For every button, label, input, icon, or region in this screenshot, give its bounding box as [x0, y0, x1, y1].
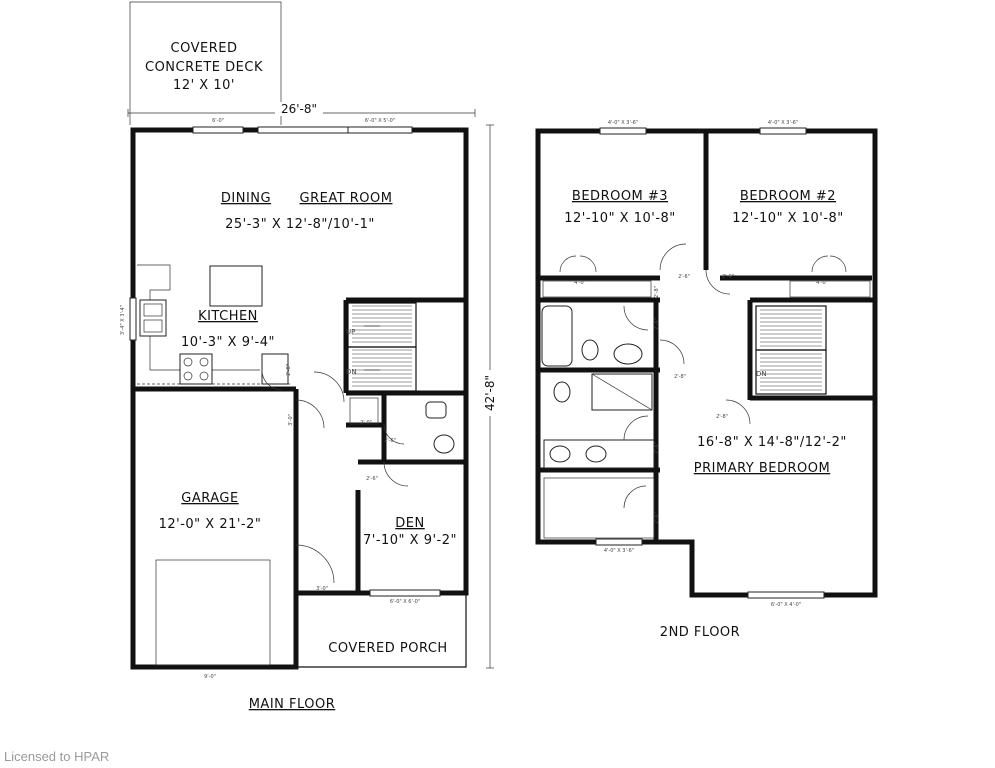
main-stairs: UP DN	[346, 302, 417, 392]
den-size: 7'-10" X 9'-2"	[363, 533, 457, 548]
rear-window-b	[347, 126, 413, 134]
pwdr-door-dim: 2'-6"	[384, 438, 396, 444]
kitchen-door-dim: 2'-8"	[286, 364, 292, 376]
second-stairs: DN	[755, 305, 827, 395]
main-bath-toilet	[581, 339, 599, 361]
bathtub	[541, 305, 573, 367]
garage-bottom-dim: 9'-0"	[204, 674, 216, 680]
overall-width-label: 26'-8"	[281, 102, 317, 116]
kitchen-size: 10'-3" X 9'-4"	[181, 335, 275, 350]
deck-label-1: COVERED	[171, 41, 238, 56]
powder-toilet	[425, 401, 447, 419]
bed2-window	[759, 127, 807, 135]
ensuite-toilet	[553, 381, 571, 403]
bedroom2-size: 12'-10" X 10'-8"	[732, 211, 844, 226]
kitchen-counters	[137, 264, 290, 385]
second-door-swings: 2'-6" 2'-6" 2'-8" 2'-8" 2'-6" 2'-6" 2'-6…	[559, 243, 847, 524]
rear-window-a	[192, 126, 244, 134]
kitchen-island	[209, 265, 263, 307]
closet-door-dim: 2'-0"	[360, 420, 372, 426]
main-door-swings: 3'-0" 3'-0" 2'-0" 2'-6" 2'-6" 2'-8"	[261, 364, 409, 592]
bedroom3-label: BEDROOM #3	[572, 189, 668, 204]
dining-label: DINING	[221, 191, 271, 206]
door-g-dim: 2'-6"	[654, 512, 660, 524]
second-floor-caption: 2ND FLOOR	[660, 625, 740, 640]
covered-deck: COVERED CONCRETE DECK 12' X 10'	[129, 1, 282, 125]
stair-up-label: UP	[346, 328, 355, 336]
bedroom2-label: BEDROOM #2	[740, 189, 836, 204]
garage-size: 12'-0" X 21'-2"	[159, 517, 262, 532]
den-window-dim: 6'-0" X 6'-0"	[390, 599, 420, 605]
watermark: Licensed to HPAR	[4, 749, 110, 764]
door-f-dim: 2'-6"	[654, 442, 660, 454]
door-d-dim: 2'-8"	[674, 374, 686, 380]
second-stair-dn-label: DN	[756, 370, 767, 378]
den-window	[369, 589, 441, 597]
front-window-a	[595, 538, 643, 546]
bed3-window-dim: 4'-0" X 3'-6"	[608, 120, 638, 126]
primary-label: PRIMARY BEDROOM	[694, 461, 830, 476]
bed3-window	[599, 127, 647, 135]
main-bath-sink	[613, 343, 643, 365]
bed3-closet	[542, 280, 652, 298]
porch-label: COVERED PORCH	[328, 641, 447, 656]
closet-a-dim: 4'-0"	[574, 280, 586, 286]
bed2-window-dim: 4'-0" X 3'-6"	[768, 120, 798, 126]
door-b-dim: 2'-6"	[722, 274, 734, 280]
bedroom3-size: 12'-10" X 10'-8"	[564, 211, 676, 226]
garage-label: GARAGE	[181, 491, 238, 506]
bed2-closet	[789, 280, 871, 298]
second-interior-walls	[538, 131, 875, 542]
primary-size: 16'-8" X 14'-8"/12'-2"	[697, 435, 847, 450]
rear-window-b-dim: 6'-0" X 5'-0"	[365, 118, 395, 124]
second-floor-plan: 4'-0" X 3'-6" 4'-0" X 3'-6" 4'-0" X 3'-6…	[535, 120, 878, 640]
closet-b-dim: 4'-0"	[816, 280, 828, 286]
rear-window-slider	[257, 126, 349, 134]
den-label: DEN	[395, 516, 424, 531]
porch-door-dim: 3'-0"	[316, 586, 328, 592]
overall-width-dimension: 26'-8"	[127, 102, 476, 117]
closet	[349, 397, 379, 425]
den-door-dim: 2'-6"	[366, 476, 378, 482]
stair-dn-label: DN	[346, 368, 357, 376]
great-room-size: 25'-3" X 12'-8"/10'-1"	[225, 217, 375, 232]
door-e-dim: 2'-6"	[654, 318, 660, 330]
walk-in-closet	[543, 477, 655, 539]
front-window-b-dim: 6'-0" X 4'-0"	[771, 602, 801, 608]
garage-door-outline	[155, 559, 271, 666]
garage-door-dim: 3'-0"	[288, 414, 294, 426]
fridge	[261, 353, 289, 385]
main-floor-caption: MAIN FLOOR	[249, 697, 336, 712]
great-room-label: GREAT ROOM	[300, 191, 393, 206]
overall-depth-label: 42'-8"	[483, 375, 497, 411]
door-a-dim: 2'-6"	[678, 274, 690, 280]
door-h-dim: 2'-8"	[716, 414, 728, 420]
side-window-dim: 3'-4" X 3'-4"	[120, 305, 126, 335]
kitchen-label: KITCHEN	[198, 309, 258, 324]
overall-depth-dimension: 42'-8"	[478, 124, 500, 669]
kitchen-side-window	[129, 297, 137, 341]
door-c-dim: 2'-8"	[654, 286, 660, 298]
range-stove	[179, 353, 213, 385]
second-exterior-wall	[535, 128, 878, 598]
rear-window-a-dim: 6'-0"	[212, 118, 224, 124]
powder-sink	[433, 434, 455, 454]
main-exterior-wall	[130, 127, 469, 670]
front-window-b	[747, 591, 825, 599]
deck-size: 12' X 10'	[173, 78, 235, 93]
deck-label-2: CONCRETE DECK	[145, 60, 263, 75]
main-floor-plan: COVERED CONCRETE DECK 12' X 10' 26'-8" 4…	[120, 1, 500, 712]
front-window-a-dim: 4'-0" X 3'-6"	[604, 548, 634, 554]
